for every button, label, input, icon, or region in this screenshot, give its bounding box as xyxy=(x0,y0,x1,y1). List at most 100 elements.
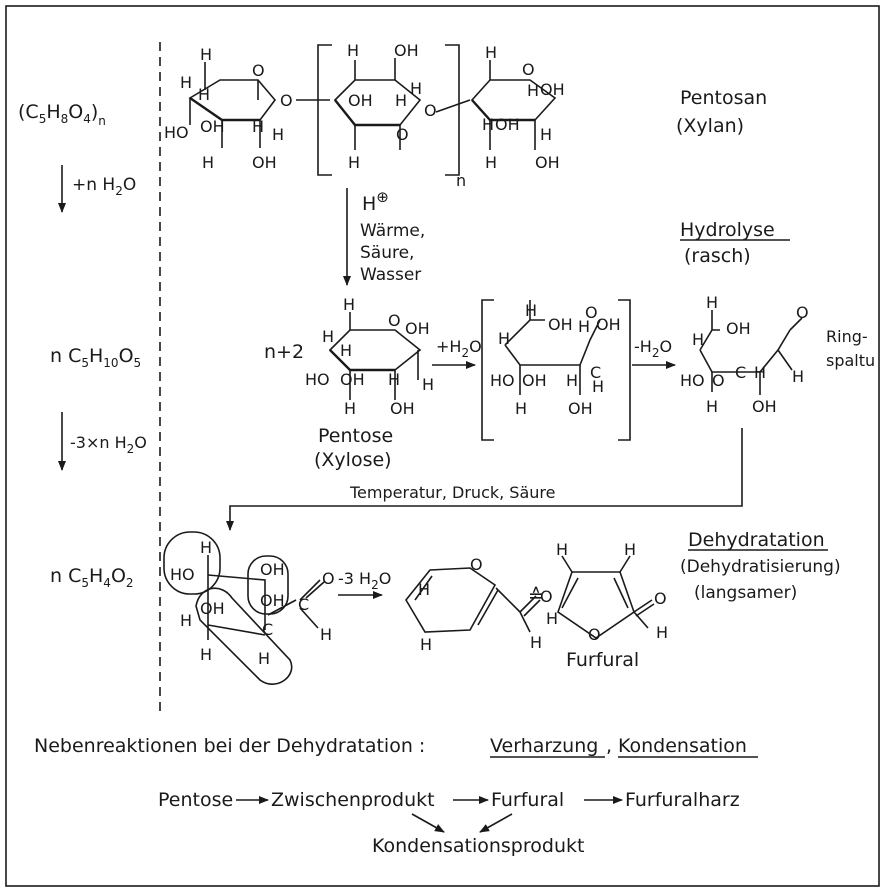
ring-opening-label-2: spaltu xyxy=(826,351,875,370)
svg-text:H: H xyxy=(180,73,192,92)
pentose-coefficient: n+2 xyxy=(264,341,304,363)
svg-text:H: H xyxy=(578,317,590,336)
svg-text:H: H xyxy=(258,649,270,668)
side-reaction-1: Verharzung xyxy=(490,735,598,757)
svg-text:OH: OH xyxy=(535,153,560,172)
scheme-step-3: Furfural xyxy=(491,789,564,811)
svg-text:H: H xyxy=(527,81,539,100)
dehydration-title: Dehydratation xyxy=(688,529,825,551)
svg-text:OH: OH xyxy=(568,399,593,418)
xylose-ring-3: H O H OH H OH H H OH xyxy=(470,43,565,172)
furfural-ring-a: O H H O H xyxy=(405,555,553,654)
hydrolysis-condition-1: Wärme, xyxy=(360,221,425,241)
svg-text:OH: OH xyxy=(200,117,225,136)
svg-text:OH: OH xyxy=(200,599,225,618)
furfural-formula: n C5H4O2 xyxy=(50,565,134,590)
svg-text:H: H xyxy=(388,370,400,389)
svg-text:O: O xyxy=(388,311,401,330)
svg-text:OH: OH xyxy=(540,80,565,99)
ring-opening-label-1: Ring- xyxy=(826,327,868,346)
svg-text:H: H xyxy=(792,367,804,386)
svg-text:H: H xyxy=(320,625,332,644)
xylan-formula: (C5H8O4)n xyxy=(18,101,106,128)
svg-text:HO: HO xyxy=(490,371,515,390)
scheme-branch-arrow-left xyxy=(411,813,445,833)
svg-text:H: H xyxy=(692,330,704,349)
svg-text:H: H xyxy=(418,580,430,599)
svg-text:H: H xyxy=(515,399,527,418)
svg-text:H: H xyxy=(656,623,668,642)
pentose-formula: n C5H10O5 xyxy=(50,345,141,370)
svg-text:H: H xyxy=(200,645,212,664)
svg-text:H: H xyxy=(525,301,537,320)
svg-text:O: O xyxy=(588,625,601,644)
svg-text:H: H xyxy=(482,115,494,134)
furfural-label: Furfural xyxy=(566,649,639,671)
svg-text:H: H xyxy=(592,377,604,396)
scheme-branch-arrow-right xyxy=(479,813,513,833)
dehydration-water: -3 H2O xyxy=(338,569,391,592)
svg-text:C: C xyxy=(298,595,309,614)
svg-text:OH: OH xyxy=(596,315,621,334)
scheme-step-4: Furfuralharz xyxy=(625,789,740,811)
svg-text:O: O xyxy=(322,569,335,588)
svg-text:OH: OH xyxy=(394,41,419,60)
hydrolysis-condition-2: Säure, xyxy=(360,243,414,263)
svg-text:O: O xyxy=(796,303,809,322)
svg-text:O: O xyxy=(252,61,265,80)
svg-text:H: H xyxy=(546,609,558,628)
dehydration-precursor: H HO OH OH OH H C C O H H H xyxy=(163,531,335,685)
xylose-ring-2: H OH OH H H O H O xyxy=(333,41,437,172)
svg-text:H: H xyxy=(180,611,192,630)
hydrolysis-speed: (rasch) xyxy=(684,245,751,267)
svg-text:H: H xyxy=(530,633,542,652)
svg-text:H: H xyxy=(200,538,212,557)
svg-text:HO: HO xyxy=(680,371,705,390)
svg-text:OH: OH xyxy=(495,115,520,134)
svg-text:H: H xyxy=(556,540,568,559)
svg-text:C: C xyxy=(262,620,273,639)
svg-text:H: H xyxy=(202,153,214,172)
svg-text:OH: OH xyxy=(752,397,777,416)
pentose-subname: (Xylose) xyxy=(314,449,392,471)
svg-text:O: O xyxy=(470,555,483,574)
svg-text:H: H xyxy=(348,153,360,172)
pentosan-name: Pentosan xyxy=(680,87,767,109)
svg-text:H: H xyxy=(340,341,352,360)
svg-text:H: H xyxy=(706,293,718,312)
side-reaction-2: Kondensation xyxy=(618,735,747,757)
svg-text:OH: OH xyxy=(260,560,285,579)
svg-text:(C5H8O4)n: (C5H8O4)n xyxy=(18,101,106,128)
side-reactions-intro: Nebenreaktionen bei der Dehydratation : xyxy=(34,735,425,757)
step1-label: +n H2O xyxy=(72,175,136,198)
svg-text:H: H xyxy=(410,79,422,98)
svg-text:n: n xyxy=(456,171,466,190)
svg-text:OH: OH xyxy=(348,91,373,110)
svg-text:H: H xyxy=(498,329,510,348)
svg-text:H: H xyxy=(347,41,359,60)
pentose-name: Pentose xyxy=(318,425,393,447)
scheme-branch-product: Kondensationsprodukt xyxy=(372,835,584,857)
svg-text:H: H xyxy=(200,45,212,64)
minus-water-label: -H2O xyxy=(634,337,672,360)
dehydration-alt: (Dehydratisierung) xyxy=(680,557,841,577)
figure-border xyxy=(5,5,880,887)
svg-text:H: H xyxy=(272,125,284,144)
svg-text:OH: OH xyxy=(252,153,277,172)
svg-text:H: H xyxy=(566,371,578,390)
svg-text:O: O xyxy=(585,303,598,322)
svg-text:H: H xyxy=(344,399,356,418)
transfer-conditions: Temperatur, Druck, Säure xyxy=(349,483,555,502)
svg-text:H: H xyxy=(252,117,264,136)
svg-text:OH: OH xyxy=(522,371,547,390)
step2-label: -3×n H2O xyxy=(70,433,147,456)
svg-text:OH: OH xyxy=(548,315,573,334)
svg-text:O: O xyxy=(396,125,409,144)
svg-text:H: H xyxy=(624,540,636,559)
svg-text:OH: OH xyxy=(405,319,430,338)
svg-text:C: C xyxy=(590,363,601,382)
svg-text:H: H xyxy=(322,327,334,346)
scheme-step-1: Pentose xyxy=(158,789,233,811)
svg-text:H: H xyxy=(706,397,718,416)
